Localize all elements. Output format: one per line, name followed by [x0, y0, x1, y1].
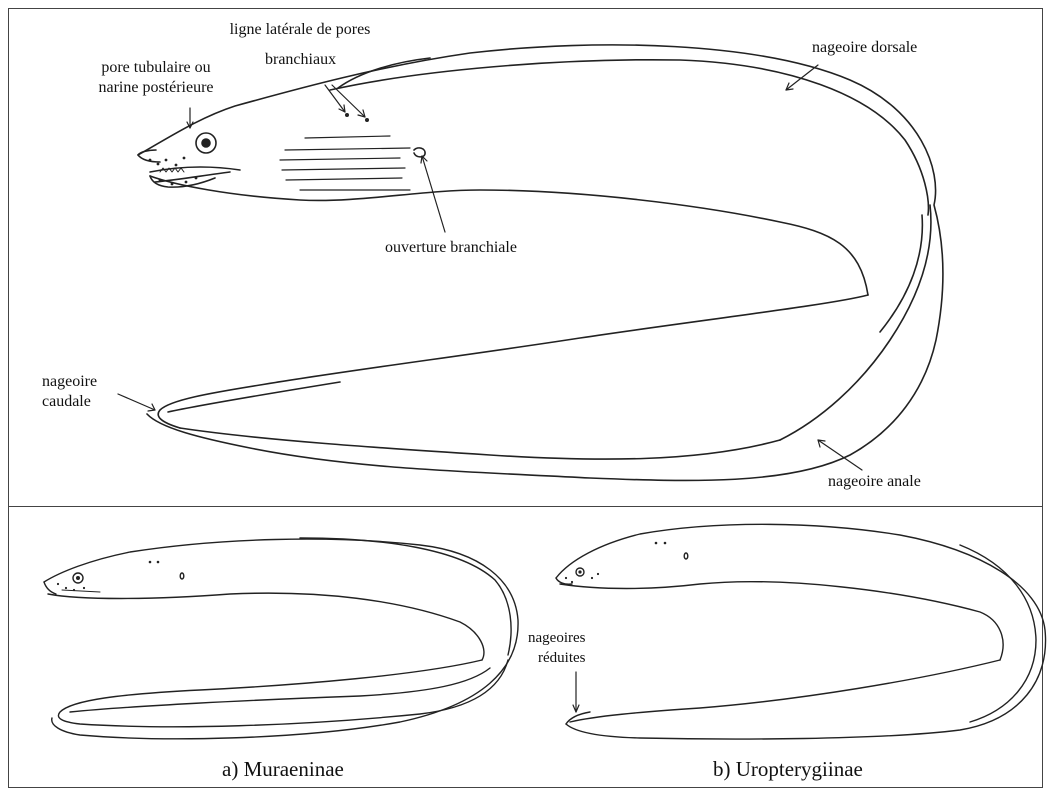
label-reduced-fins-1: nageoires — [528, 628, 585, 648]
uropterygiinae-drawing — [556, 524, 1046, 739]
label-caudal-fin-1: nageoire — [42, 372, 97, 392]
uropterygiinae-dorsal-outline — [556, 524, 1046, 739]
label-gill-opening: ouverture branchiale — [385, 238, 517, 258]
muraeninae-inner-loop — [58, 660, 508, 727]
arrow-gill-opening — [422, 156, 445, 232]
main-eel-dorsal-outline — [138, 45, 943, 481]
main-eel-drawing — [118, 45, 943, 481]
caption-uropterygiinae: b) Uropterygiinae — [713, 756, 863, 782]
uropterygiinae-inner-loop — [570, 660, 1000, 722]
anal-fin-line-1 — [780, 205, 931, 440]
gill-opening — [414, 148, 425, 157]
main-eel-inner-loop — [158, 295, 868, 428]
label-reduced-fins: nageoires réduites — [528, 628, 585, 668]
uropterygiinae-fin-line — [960, 545, 1036, 722]
label-anal-fin: nageoire anale — [828, 472, 921, 492]
muraeninae-drawing — [44, 538, 518, 739]
uropterygiinae-ventral-line — [560, 582, 1003, 660]
label-tubular-pore: pore tubulaire ou narine postérieure — [66, 58, 246, 98]
label-dorsal-fin: nageoire dorsale — [812, 38, 917, 58]
annotation-arrows — [118, 65, 862, 470]
main-eel-eye-inner — [202, 139, 210, 147]
label-caudal-fin: nageoire caudale — [42, 372, 97, 412]
anal-fin-line-3 — [180, 428, 780, 459]
label-caudal-fin-2: caudale — [42, 392, 97, 412]
gill-region-lines — [280, 136, 410, 190]
label-lateral-line-1: ligne latérale de pores — [205, 20, 395, 40]
dorsal-fin-inner-line — [330, 60, 928, 215]
anal-fin-line-2 — [880, 215, 922, 332]
arrow-caudal-fin — [118, 394, 155, 410]
arrow-dorsal-fin — [786, 65, 818, 90]
label-reduced-fins-2: réduites — [528, 648, 585, 668]
main-eel-ventral-outline — [150, 176, 868, 295]
label-lateral-line: ligne latérale de pores — [205, 20, 395, 40]
label-tubular-pore-1: pore tubulaire ou — [66, 58, 246, 78]
lateral-line-pores — [345, 113, 369, 122]
label-lateral-line-2: branchiaux — [265, 50, 336, 70]
muraeninae-inner-loop-2 — [70, 668, 490, 712]
label-tubular-pore-2: narine postérieure — [66, 78, 246, 98]
caption-muraeninae: a) Muraeninae — [222, 756, 344, 782]
muraeninae-ventral-line — [48, 593, 484, 660]
